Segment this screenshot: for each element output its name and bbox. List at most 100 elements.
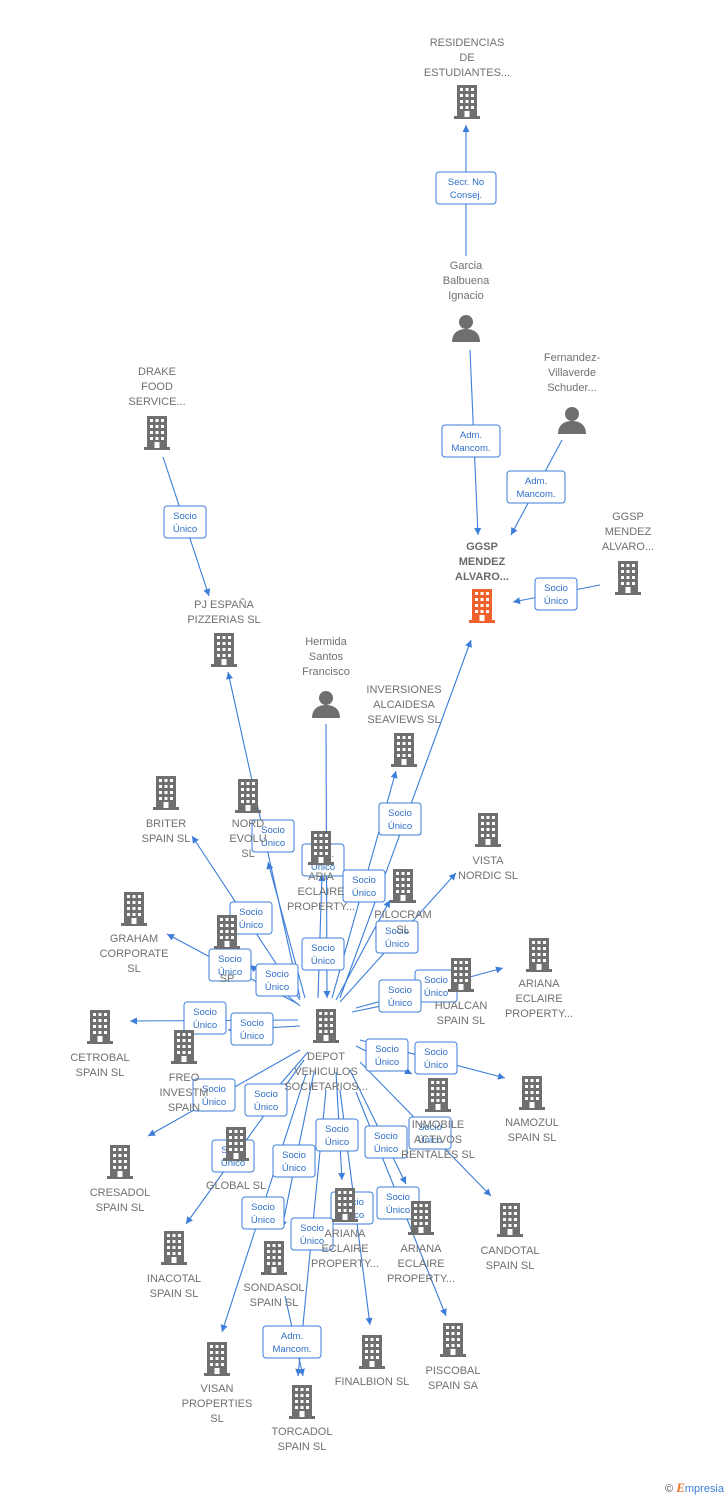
node-label: Schuder... [547,382,597,394]
node-finalbion[interactable]: FINALBION SL [335,1335,410,1388]
badge-label: Socio [311,943,335,954]
node-residencias[interactable]: RESIDENCIASDEESTUDIANTES... [424,37,510,119]
building-icon [107,1145,133,1179]
node-global[interactable]: GLOBAL SL [206,1127,266,1192]
e-garcia-ggsp-arrowhead [474,527,482,535]
building-icon [526,938,552,972]
e-depot-nordic-arrowhead [266,862,274,870]
building-icon [308,831,334,865]
node-label: PIZZERIAS SL [187,614,260,626]
node-ariana_r[interactable]: ARIANAECLAIREPROPERTY... [505,938,573,1020]
badge-box [342,869,386,903]
badge-box [534,577,578,611]
badge-label: Socio [418,1122,442,1133]
node-label: SPAIN SL [508,1132,557,1144]
e-depot-inmobile-arrowhead [404,1067,412,1074]
badge-box [441,424,501,458]
node-ariana_c[interactable]: ARIANAECLAIREPROPERTY... [311,1188,379,1270]
node-sp_small[interactable]: SP [214,915,240,985]
badge-box [301,937,345,971]
node-drake[interactable]: DRAKEFOODSERVICE... [128,366,186,450]
node-label: ARIANA [401,1243,443,1255]
node-depot[interactable]: DEPOTVEHICULOSSOCIETARIOS... [284,1009,368,1093]
node-ggsp_main[interactable]: GGSPMENDEZALVARO... [455,541,509,623]
e-fernandez-ggsp-badge[interactable]: Adm.Mancom. [506,470,566,504]
badge-label: Socio [374,1131,398,1142]
node-ariana1[interactable]: ARIAECLAIREPROPERTY... [287,831,355,913]
e-sondasol-torcadol-badge[interactable]: Adm.Mancom. [262,1325,322,1359]
building-icon [211,633,237,667]
badge-label: Socio [265,969,289,980]
e-ggspright-ggsp-arrowhead [513,597,521,605]
node-label: PROPERTIES [182,1398,253,1410]
badge-label: Único [375,1057,399,1068]
e-sondasol-torcadol-arrowhead [298,1368,305,1376]
node-ariana_b[interactable]: ARIANAECLAIREPROPERTY... [387,1201,455,1285]
node-label: SEAVIEWS SL [367,714,440,726]
node-ggsp_right[interactable]: GGSPMENDEZALVARO... [602,511,654,595]
building-icon [440,1323,466,1357]
badge-label: Socio [375,1044,399,1055]
node-label: TORCADOL [272,1426,333,1438]
e-garcia-ggsp-badge[interactable]: Adm.Mancom. [441,424,501,458]
badge-label: Único [239,920,263,931]
brand-name: mpresia [684,1483,724,1495]
badge-label: Único [424,988,448,999]
building-icon [408,1201,434,1235]
node-label: SPAIN SL [96,1202,145,1214]
badge-label: Único [265,982,289,993]
badge-label: Mancom. [451,443,490,454]
node-fernandez[interactable]: Fernandez-VillaverdeSchuder... [544,352,601,434]
node-label: SP [220,973,235,985]
badge-box [375,920,419,954]
node-label: SPAIN SL [486,1260,535,1272]
node-label: SPAIN SA [428,1380,479,1392]
badge-label: Único [218,967,242,978]
